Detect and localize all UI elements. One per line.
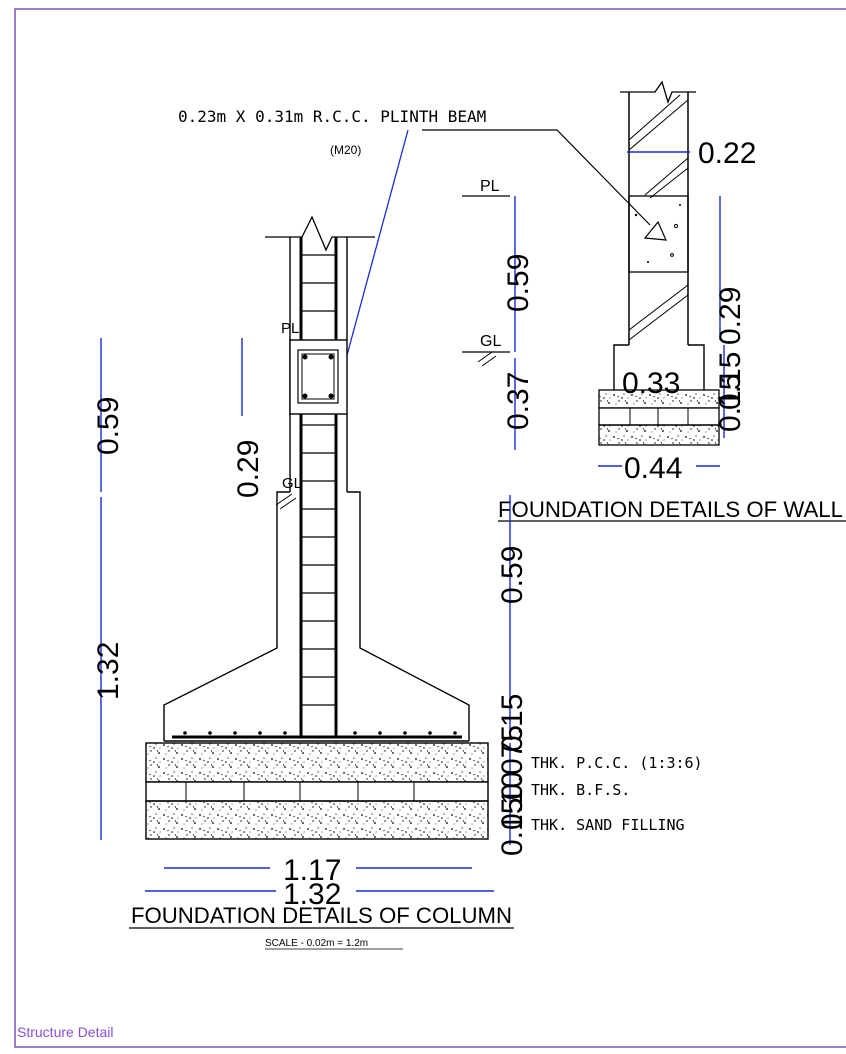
beam-note: 0.23m X 0.31m R.C.C. PLINTH BEAM (M20) (178, 107, 651, 371)
page-frame (14, 8, 846, 1048)
column-dim-width-outer: 1.32 (283, 878, 341, 911)
layer-label-bfs: THK. B.F.S. (531, 781, 630, 799)
wall-dim-pl-gl: 0.59 (502, 254, 535, 312)
column-dim-pl-gl: 0.29 (232, 440, 265, 498)
column-dim-left-lower: 1.32 (92, 642, 125, 700)
wall-level-pl: PL (480, 178, 500, 195)
column-dim-stack-c: 0.10 (496, 772, 529, 830)
wall-dim-base: 0.44 (624, 452, 682, 485)
wall-title: FOUNDATION DETAILS OF WALL (498, 497, 843, 522)
column-dim-stack-b: 0.075 (496, 725, 529, 800)
column-dim-right-upper: 0.59 (496, 546, 529, 604)
layer-label-pcc: THK. P.C.C. (1:3:6) (531, 754, 703, 772)
beam-note-grade: (M20) (330, 143, 361, 157)
column-level-gl: GL (282, 475, 302, 492)
wall-dim-top-width: 0.22 (698, 137, 756, 170)
column-dim-width-inner: 1.17 (283, 854, 341, 887)
column-detail: PL GL 0.59 1.32 0.29 0.59 0.15 0.075 0.1… (92, 215, 703, 950)
wall-detail: PL GL 0.22 0.59 0.37 0.29 0.33 0.15 0.15… (462, 80, 846, 522)
footer-label: Structure Detail (17, 1024, 113, 1040)
column-title: FOUNDATION DETAILS OF COLUMN (131, 903, 512, 928)
wall-level-gl: GL (480, 333, 501, 350)
layer-label-sand: THK. SAND FILLING (531, 816, 685, 834)
wall-dim-below-gl: 0.37 (502, 372, 535, 430)
wall-dim-overlap-a: 0.15 (714, 352, 747, 410)
wall-dim-step: 0.33 (622, 367, 680, 400)
column-dim-stack-a: 0.15 (496, 694, 529, 752)
column-dim-left-upper: 0.59 (92, 397, 125, 455)
beam-note-title: 0.23m X 0.31m R.C.C. PLINTH BEAM (178, 107, 486, 126)
wall-dim-overlap-b: 0.15 (714, 374, 747, 432)
column-scale: SCALE - 0.02m = 1.2m (265, 938, 368, 949)
column-dim-stack-d: 0.15 (496, 798, 529, 856)
wall-dim-wall-height: 0.29 (714, 287, 747, 345)
column-level-pl: PL (281, 320, 299, 337)
